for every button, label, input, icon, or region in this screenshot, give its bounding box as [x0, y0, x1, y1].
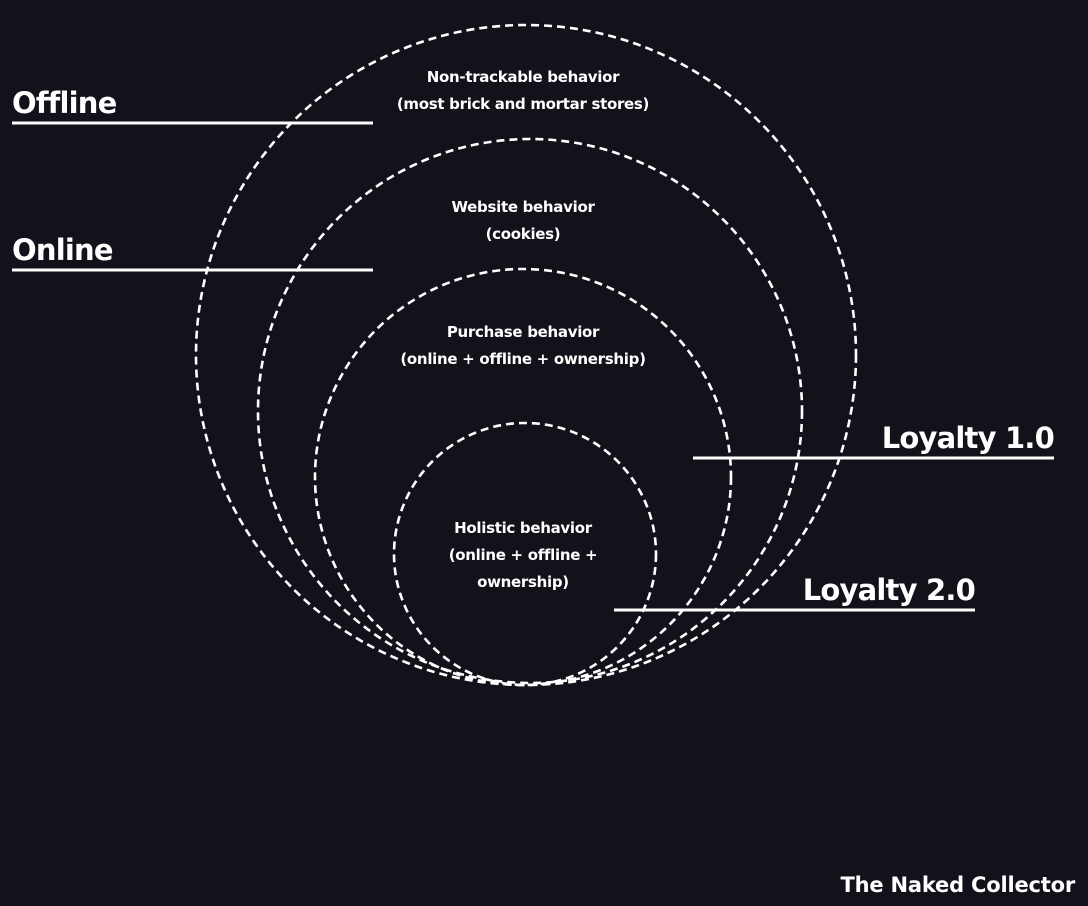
ring-holistic: [392, 421, 658, 687]
ring-non-trackable-label-line-2: (most brick and mortar stores): [397, 95, 649, 113]
loyalty-1-label: Loyalty 1.0: [882, 421, 1054, 455]
ring-website-label-line-2: (cookies): [486, 225, 561, 243]
ring-website-label-line-1: Website behavior: [451, 198, 595, 216]
online-label: Online: [12, 233, 113, 267]
ring-holistic-label-line-2: (online + offline +: [449, 546, 598, 564]
ring-non-trackable: [194, 23, 858, 687]
ring-non-trackable-label-line-1: Non-trackable behavior: [427, 68, 620, 86]
credit-text: The Naked Collector: [840, 873, 1075, 897]
ring-purchase: [313, 267, 733, 687]
ring-holistic-label-line-3: ownership): [477, 573, 569, 591]
ring-purchase-label-line-2: (online + offline + ownership): [400, 350, 645, 368]
ring-website: [256, 137, 804, 685]
ring-purchase-label-line-1: Purchase behavior: [447, 323, 600, 341]
loyalty-2-label: Loyalty 2.0: [803, 573, 975, 607]
ring-holistic-label-line-1: Holistic behavior: [454, 519, 593, 537]
offline-label: Offline: [12, 86, 117, 120]
